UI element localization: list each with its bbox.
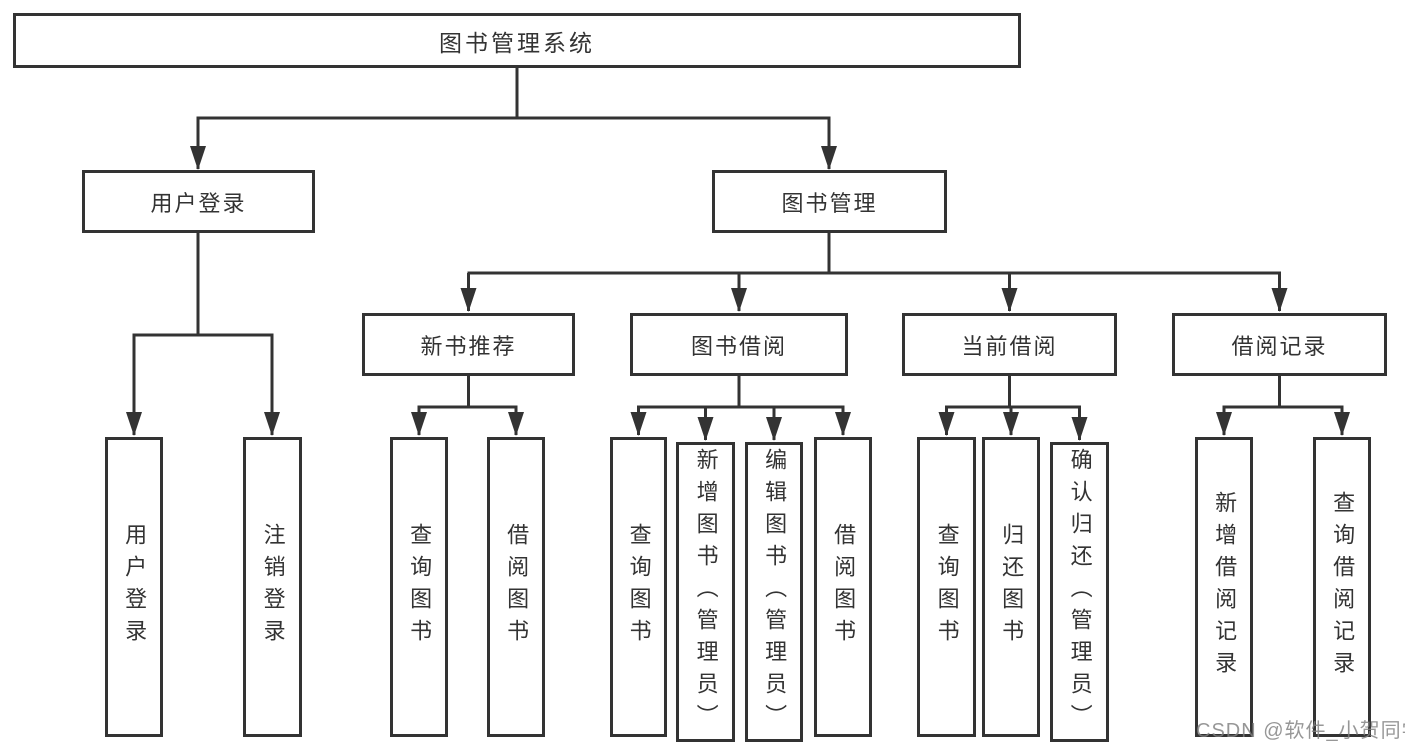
leaf-borrowing-edit-books-admin: 编辑图书（管理员） (745, 442, 803, 742)
leaf-current-query-books: 查询图书 (917, 437, 976, 737)
node-user-login: 用户登录 (82, 170, 315, 233)
leaf-recommend-borrow-books: 借阅图书 (487, 437, 545, 737)
leaf-records-query-record: 查询借阅记录 (1313, 437, 1371, 737)
node-new-book-recommend: 新书推荐 (362, 313, 575, 376)
node-book-borrowing: 图书借阅 (630, 313, 848, 376)
leaf-current-confirm-return-admin: 确认归还（管理员） (1050, 442, 1109, 742)
node-book-management: 图书管理 (712, 170, 947, 233)
node-borrowing-records: 借阅记录 (1172, 313, 1387, 376)
edge-arrows (126, 118, 1350, 441)
csdn-watermark: CSDN @软件_小贺同学 (1196, 720, 1405, 742)
leaf-borrowing-add-books-admin: 新增图书（管理员） (676, 442, 735, 742)
leaf-borrowing-query-books: 查询图书 (610, 437, 667, 737)
leaf-user-login: 用户登录 (105, 437, 163, 737)
node-current-borrowing: 当前借阅 (902, 313, 1117, 376)
node-root-system: 图书管理系统 (13, 13, 1021, 68)
leaf-records-add-record: 新增借阅记录 (1195, 437, 1253, 737)
leaf-borrowing-borrow-books: 借阅图书 (814, 437, 872, 737)
leaf-current-return-books: 归还图书 (982, 437, 1040, 737)
leaf-logout: 注销登录 (243, 437, 302, 737)
leaf-recommend-query-books: 查询图书 (390, 437, 448, 737)
